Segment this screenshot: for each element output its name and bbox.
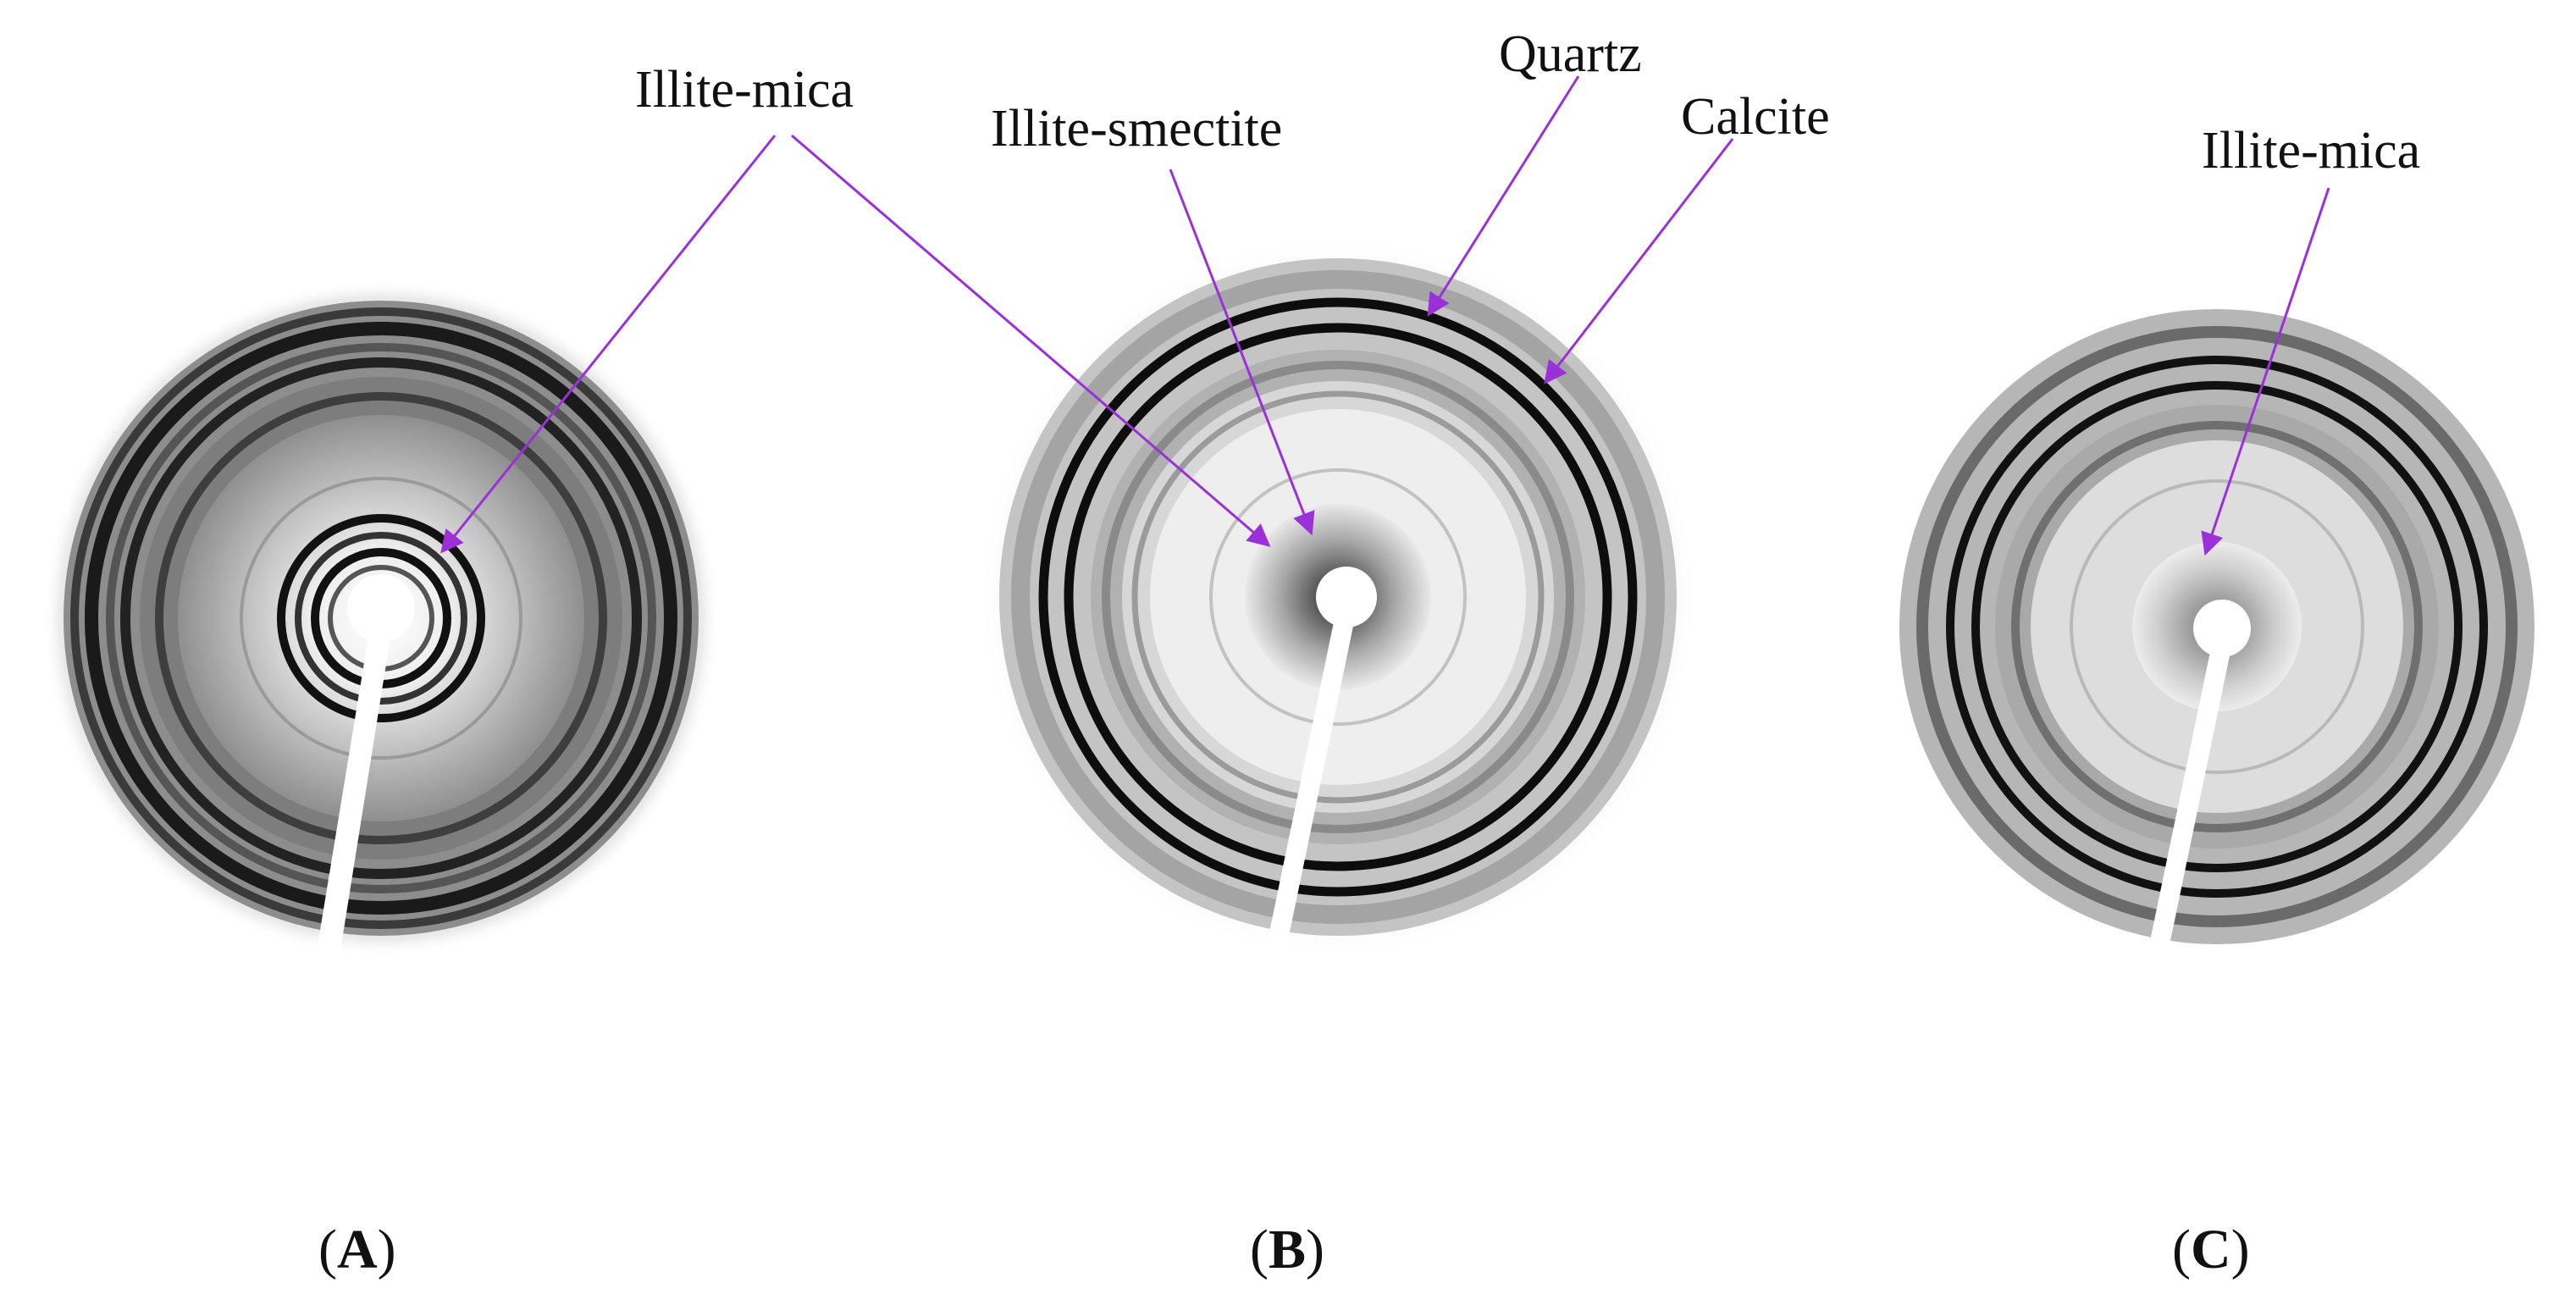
caption-c: (C) xyxy=(2172,1219,2250,1280)
arrow-a-illite-mica-icon xyxy=(440,135,777,554)
label-b-calcite: Calcite xyxy=(1681,88,1830,146)
label-a-illite-mica: Illite-mica xyxy=(635,61,854,119)
arrow-b-illite-mica-icon xyxy=(791,134,1271,547)
caption-a: (A) xyxy=(318,1219,396,1280)
pattern-c-xrd-diffraction-pattern-icon xyxy=(1899,309,2535,961)
arrow-c-illite-mica-icon xyxy=(2201,187,2330,556)
arrow-b-illite-smectite-icon xyxy=(1169,169,1315,536)
pattern-b-xrd-diffraction-pattern-icon xyxy=(978,237,1698,957)
annotation-arrows xyxy=(440,75,2330,556)
arrow-b-calcite-icon xyxy=(1544,138,1734,384)
caption-b: (B) xyxy=(1250,1219,1324,1280)
arrow-b-quartz-icon xyxy=(1427,75,1580,317)
label-b-quartz: Quartz xyxy=(1499,25,1642,83)
label-c-illite-mica: Illite-mica xyxy=(2202,122,2420,180)
label-b-illite-smectite: Illite-smectite xyxy=(991,100,1282,158)
pattern-a-xrd-diffraction-pattern-icon xyxy=(42,279,720,961)
